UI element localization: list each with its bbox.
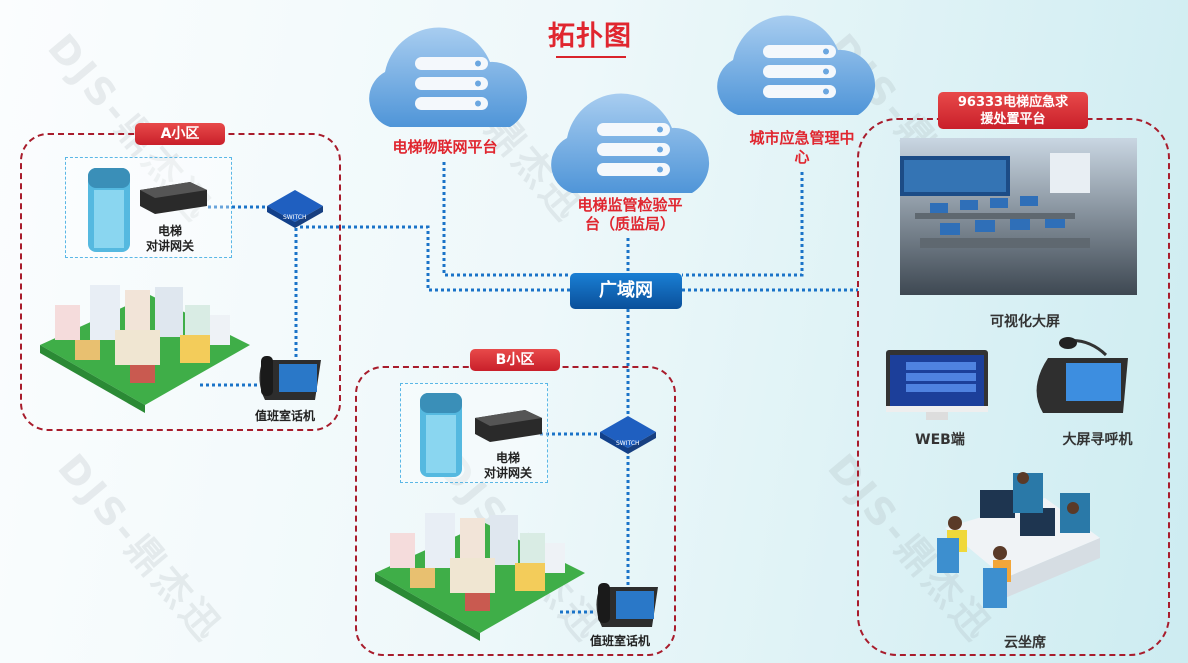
cloud-server-icon xyxy=(717,15,876,115)
residential-community-icon xyxy=(375,513,585,641)
label-line: 电梯 xyxy=(495,451,520,465)
gateway-device-icon xyxy=(140,182,207,214)
zone-b-gateway-label: 电梯 对讲网关 xyxy=(478,451,538,481)
label-line: 电梯 xyxy=(157,224,182,238)
zone-a-gateway-label: 电梯 对讲网关 xyxy=(140,224,200,254)
emergency-platform-badge: 96333电梯应急求 援处置平台 xyxy=(938,92,1088,129)
network-switch-icon: SWITCH xyxy=(267,190,323,228)
wan-node: 广域网 xyxy=(570,273,682,309)
cloud-server-icon xyxy=(551,93,710,193)
link-iot-platform xyxy=(442,162,570,277)
network-switch-icon: SWITCH xyxy=(600,416,656,454)
label-line: 台（质监局） xyxy=(584,215,675,233)
web-client-label: WEB端 xyxy=(915,432,965,448)
switch-text: SWITCH xyxy=(616,440,640,447)
badge-line: 援处置平台 xyxy=(980,112,1046,127)
big-screen-label: 可视化大屏 xyxy=(990,314,1060,330)
zone-a-badge: A小区 xyxy=(135,123,225,145)
residential-community-icon xyxy=(40,285,250,413)
iot-platform-label: 电梯物联网平台 xyxy=(392,138,498,156)
gateway-device-icon xyxy=(475,410,542,442)
label-line: 对讲网关 xyxy=(145,239,194,253)
title-underline xyxy=(556,56,626,58)
control-room-image xyxy=(900,138,1137,295)
page-title: 拓扑图 xyxy=(548,21,632,52)
switch-text: SWITCH xyxy=(283,214,307,221)
zone-a-phone-label: 值班室话机 xyxy=(254,409,315,423)
label-line: 电梯监管检验平 xyxy=(577,196,683,214)
paging-console-icon xyxy=(1036,337,1128,413)
emergency-center-label: 城市应急管理中 心 xyxy=(732,129,872,167)
cloud-server-icon xyxy=(369,27,528,128)
elevator-icon xyxy=(420,393,462,477)
cloud-seats-label: 云坐席 xyxy=(1004,635,1046,651)
web-monitor-icon xyxy=(886,350,988,420)
elevator-icon xyxy=(88,168,130,252)
zone-b-phone-label: 值班室话机 xyxy=(589,634,650,648)
cloud-seats-illustration xyxy=(937,472,1100,608)
supervision-platform-label: 电梯监管检验平 台（质监局） xyxy=(560,196,700,234)
label-line: 心 xyxy=(794,148,810,166)
zone-b-badge: B小区 xyxy=(470,349,560,371)
paging-console-label: 大屏寻呼机 xyxy=(1062,432,1133,448)
desk-phone-icon xyxy=(596,583,658,627)
label-line: 对讲网关 xyxy=(483,466,532,480)
link-emergency-center xyxy=(682,172,804,277)
desk-phone-icon xyxy=(259,356,321,400)
label-line: 城市应急管理中 xyxy=(749,129,855,147)
badge-line: 96333电梯应急求 xyxy=(957,95,1069,110)
